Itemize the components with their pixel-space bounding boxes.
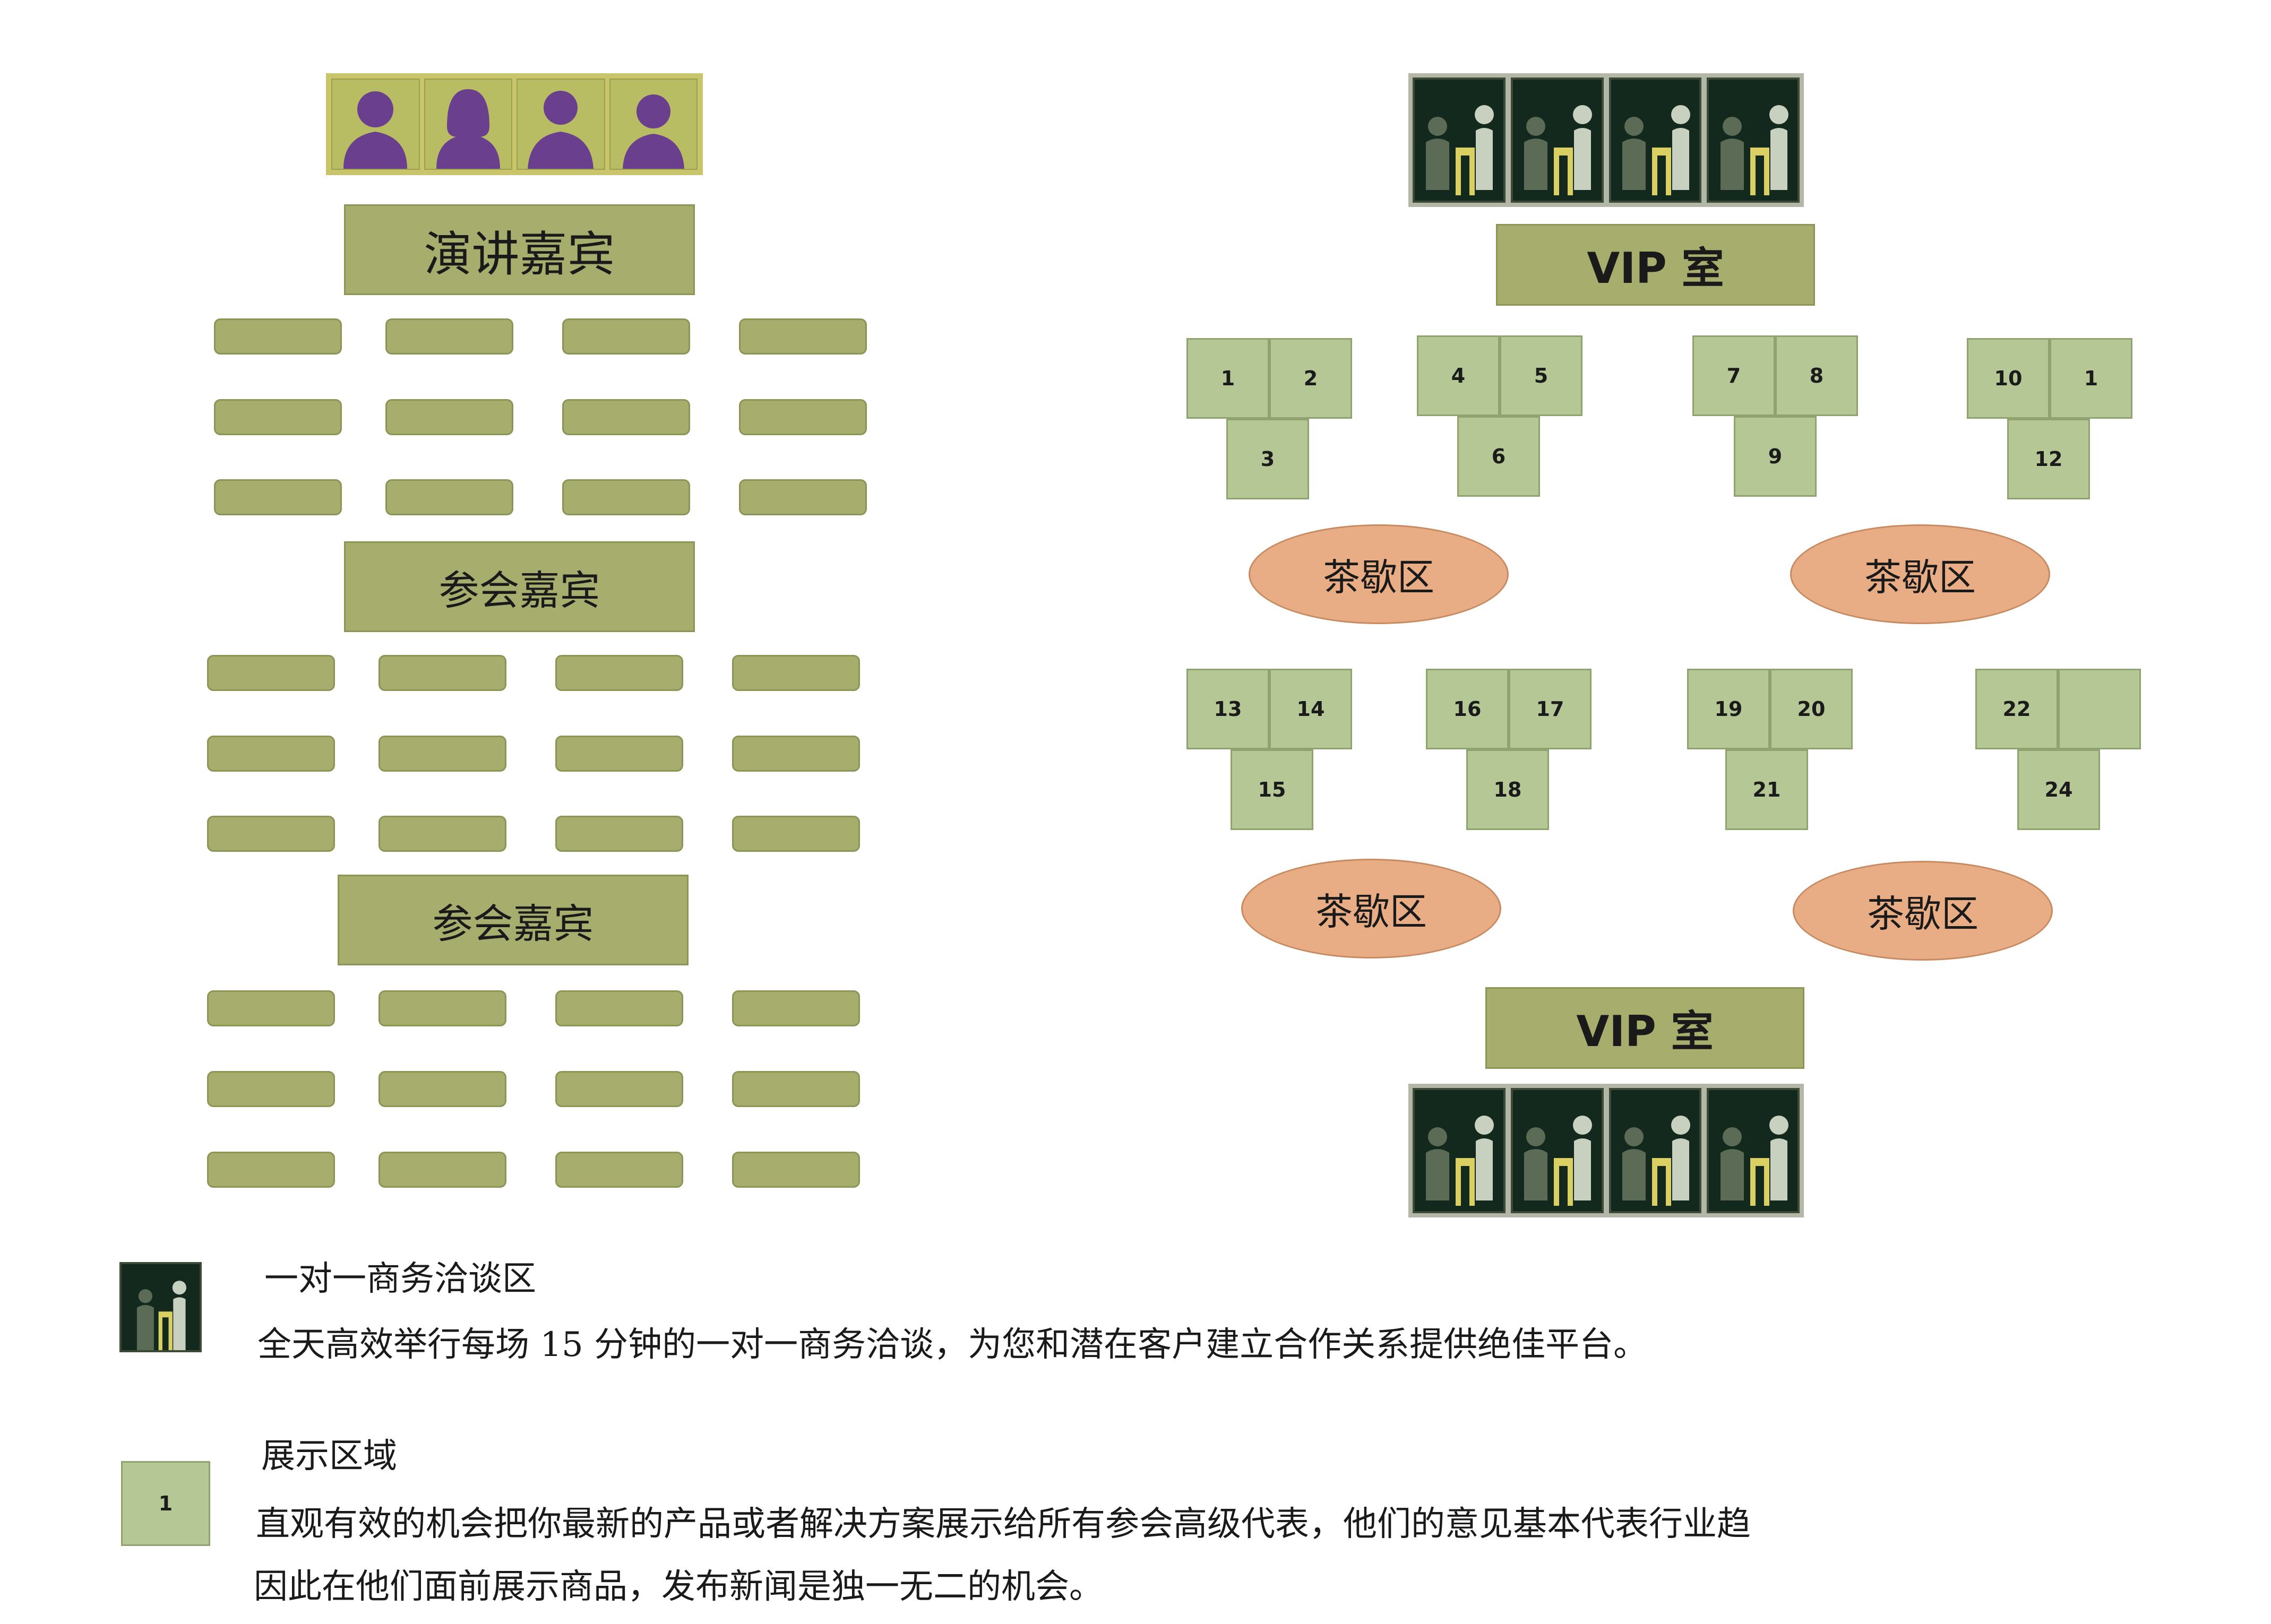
booth: 22 — [1975, 669, 2058, 749]
seat — [732, 736, 860, 772]
legend-exhibit-title: 展示区域 — [261, 1437, 397, 1476]
booth: 2 — [1269, 338, 1352, 419]
business-meeting-icon — [1707, 77, 1800, 203]
seat — [562, 479, 690, 515]
booth: 10 — [1967, 338, 2050, 419]
seat — [732, 816, 860, 852]
seat — [562, 399, 690, 435]
speaker-person-icon — [609, 79, 698, 170]
meeting-area-bottom — [1408, 1084, 1804, 1217]
seat — [207, 816, 335, 852]
legend-meeting-desc: 全天高效举行每场 15 分钟的一对一商务洽谈，为您和潜在客户建立合作关系提供绝佳… — [257, 1325, 1648, 1364]
legend-exhibit-desc-line2: 因此在他们面前展示商品，发布新闻是独一无二的机会。 — [254, 1567, 1103, 1606]
booth: 6 — [1457, 416, 1540, 497]
tea-break-area: 茶歇区 — [1241, 859, 1501, 958]
seat — [207, 736, 335, 772]
seat — [555, 1152, 683, 1188]
legend-booth-sample: 1 — [121, 1461, 210, 1546]
booth — [2058, 669, 2141, 749]
vip-room-top: VIP 室 — [1496, 224, 1815, 306]
seat — [379, 816, 506, 852]
seat — [379, 1071, 506, 1107]
seat — [555, 655, 683, 691]
seat — [732, 990, 860, 1026]
booth: 1 — [2050, 338, 2132, 419]
seat — [379, 655, 506, 691]
booth: 5 — [1500, 335, 1582, 416]
speaker-person-icon — [517, 79, 605, 170]
tea-break-area: 茶歇区 — [1249, 524, 1509, 624]
business-meeting-icon — [119, 1262, 202, 1352]
business-meeting-icon — [1510, 1088, 1604, 1213]
booth: 16 — [1426, 669, 1509, 749]
guest-banner: 参会嘉宾 — [344, 541, 695, 632]
legend-exhibit-desc-line1: 直观有效的机会把你最新的产品或者解决方案展示给所有参会高级代表，他们的意见基本代… — [256, 1505, 1751, 1544]
seat — [555, 990, 683, 1026]
booth: 19 — [1687, 669, 1770, 749]
legend-meeting-title: 一对一商务洽谈区 — [264, 1259, 536, 1299]
seat — [385, 399, 513, 435]
seat — [555, 1071, 683, 1107]
seat — [562, 318, 690, 355]
seat — [732, 655, 860, 691]
seat — [379, 990, 506, 1026]
tea-break-area: 茶歇区 — [1793, 861, 2053, 961]
seat — [207, 1071, 335, 1107]
booth: 18 — [1466, 749, 1549, 830]
seat — [739, 479, 867, 515]
vip-room-bottom: VIP 室 — [1485, 987, 1804, 1069]
booth: 1 — [1186, 338, 1269, 419]
speaker-person-icon — [331, 79, 420, 170]
booth: 3 — [1226, 419, 1309, 499]
business-meeting-icon — [1413, 77, 1506, 203]
business-meeting-icon — [1608, 77, 1702, 203]
meeting-area-top — [1408, 73, 1804, 207]
booth: 7 — [1692, 335, 1775, 416]
booth: 9 — [1734, 416, 1817, 497]
seat — [214, 399, 342, 435]
booth: 14 — [1269, 669, 1352, 749]
seat — [555, 816, 683, 852]
speaker-banner: 演讲嘉宾 — [344, 204, 695, 295]
guest-banner: 参会嘉宾 — [338, 875, 689, 965]
seat — [214, 318, 342, 355]
seat — [379, 736, 506, 772]
seat — [555, 736, 683, 772]
seat — [385, 479, 513, 515]
seat — [732, 1071, 860, 1107]
seat — [214, 479, 342, 515]
business-meeting-icon — [1608, 1088, 1702, 1213]
business-meeting-icon — [1510, 77, 1604, 203]
tea-break-area: 茶歇区 — [1790, 524, 2050, 624]
booth: 4 — [1417, 335, 1500, 416]
speaker-portraits — [326, 73, 703, 175]
seat — [207, 655, 335, 691]
seat — [385, 318, 513, 355]
seat — [207, 990, 335, 1026]
business-meeting-icon — [1707, 1088, 1800, 1213]
booth: 13 — [1186, 669, 1269, 749]
booth: 12 — [2007, 419, 2090, 499]
speaker-person-icon — [424, 79, 512, 170]
business-meeting-icon — [1413, 1088, 1506, 1213]
booth: 20 — [1770, 669, 1853, 749]
seat — [739, 318, 867, 355]
seat — [379, 1152, 506, 1188]
booth: 8 — [1775, 335, 1858, 416]
booth: 17 — [1509, 669, 1592, 749]
seat — [739, 399, 867, 435]
booth: 21 — [1725, 749, 1808, 830]
seat — [207, 1152, 335, 1188]
seat — [732, 1152, 860, 1188]
booth: 24 — [2017, 749, 2100, 830]
booth: 15 — [1231, 749, 1313, 830]
